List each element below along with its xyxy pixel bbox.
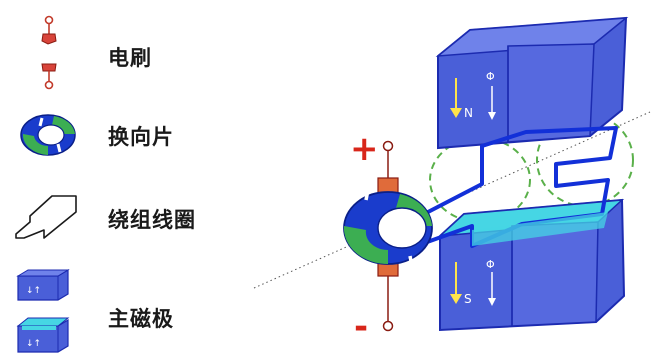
negative-sign: - <box>354 307 368 347</box>
winding-icon <box>10 182 82 242</box>
motor-diagram: N Φ S Φ <box>250 0 656 356</box>
legend-label-brush: 电刷 <box>108 46 152 70</box>
commutator <box>343 189 433 267</box>
north-pole-label: N <box>464 106 473 120</box>
brush-icon <box>34 14 64 94</box>
svg-text:↓↑: ↓↑ <box>26 286 41 296</box>
south-pole-label: S <box>464 292 472 306</box>
negative-terminal <box>382 320 394 332</box>
winding-coil <box>415 126 618 248</box>
commutator-icon <box>18 112 80 158</box>
north-pole: N Φ <box>435 16 629 150</box>
legend-label-commutator: 换向片 <box>108 125 174 149</box>
positive-sign: + <box>350 129 379 169</box>
main-pole-icon: ↓↑ ↓↑ <box>12 266 74 356</box>
positive-terminal <box>382 140 394 152</box>
svg-text:↓↑: ↓↑ <box>26 339 41 349</box>
flux-symbol-bottom: Φ <box>486 258 495 271</box>
legend-label-main-pole: 主磁极 <box>108 307 174 331</box>
flux-symbol-top: Φ <box>486 70 495 83</box>
legend-label-winding: 绕组线圈 <box>108 208 196 232</box>
